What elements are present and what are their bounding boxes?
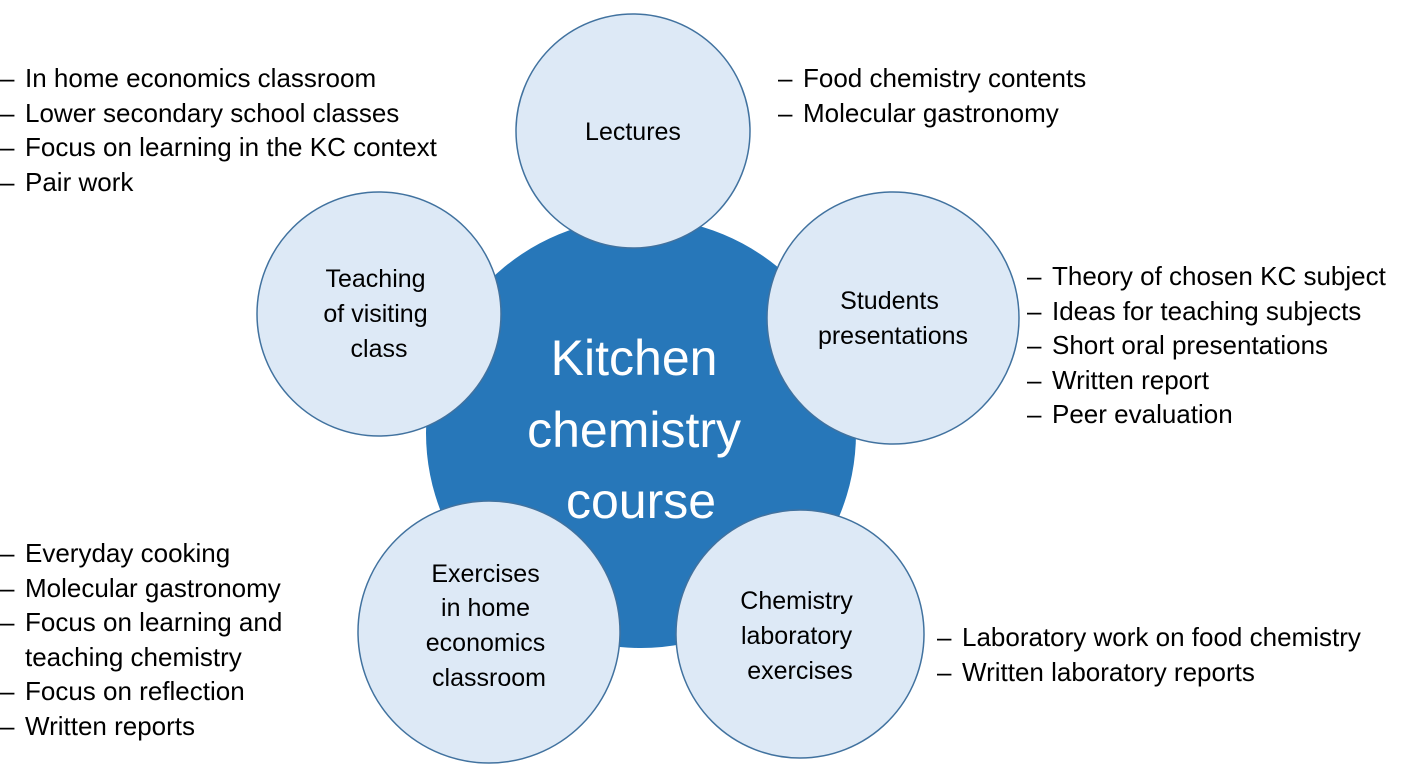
node-exercises-home-economics-label: Exercises in home economics classroom [426,560,552,692]
node-exercises-home-economics: Exercises in home economics classroom [357,500,621,764]
node-teaching-visiting-class-circle [256,191,502,437]
list-item-continuation: teaching chemistry [25,641,242,672]
list-item: –Lower secondary school classes [0,97,400,128]
list-item: –Pair work [0,166,134,197]
list-item: –Written report [1027,364,1210,395]
list-item: –Ideas for teaching subjects [1027,295,1362,326]
list-item: –Written reports [0,710,196,741]
node-exercises-home-economics-circle [357,500,621,764]
list-item: –Molecular gastronomy [778,97,1059,128]
node-students-presentations-label: Students presentations [818,287,968,350]
center-title: Kitchen chemistry course [527,330,755,529]
node-lectures-label: Lectures [585,118,681,146]
node-students-presentations-circle [766,191,1020,445]
laboratory-bullet-list: –Laboratory work on food chemistry –Writ… [937,620,1361,689]
list-item: –Laboratory work on food chemistry [937,622,1361,652]
node-chemistry-laboratory-exercises-circle [675,509,925,759]
list-item: –Focus on learning and [0,607,283,637]
node-chemistry-laboratory-exercises: Chemistry laboratory exercises [675,509,925,759]
lectures-bullet-list: –Food chemistry contents –Molecular gast… [778,61,1086,130]
list-item: –Molecular gastronomy [0,572,281,603]
node-teaching-visiting-class: Teaching of visiting class [256,191,502,437]
list-item: –Focus on learning in the KC context [0,132,437,162]
node-lectures: Lectures [515,13,751,249]
node-chemistry-laboratory-exercises-label: Chemistry laboratory exercises [740,587,859,685]
list-item: –Peer evaluation [1027,399,1233,429]
node-lectures-circle [515,13,751,249]
teaching-bullet-list: –In home economics classroom –Lower seco… [0,61,437,199]
list-item: –Written laboratory reports [937,656,1255,687]
list-item: –Short oral presentations [1027,330,1329,360]
node-teaching-visiting-class-label: Teaching of visiting class [323,265,434,363]
home-economics-bullet-list: –Everyday cooking –Molecular gastronomy … [0,536,282,743]
list-item: –In home economics classroom [0,63,377,93]
list-item: –Theory of chosen KC subject [1027,261,1386,291]
node-students-presentations: Students presentations [766,191,1020,445]
list-item: –Food chemistry contents [778,63,1087,93]
students-presentations-bullet-list: –Theory of chosen KC subject –Ideas for … [1027,259,1386,432]
list-item: –Focus on reflection [0,676,245,706]
list-item: –Everyday cooking [0,538,231,568]
